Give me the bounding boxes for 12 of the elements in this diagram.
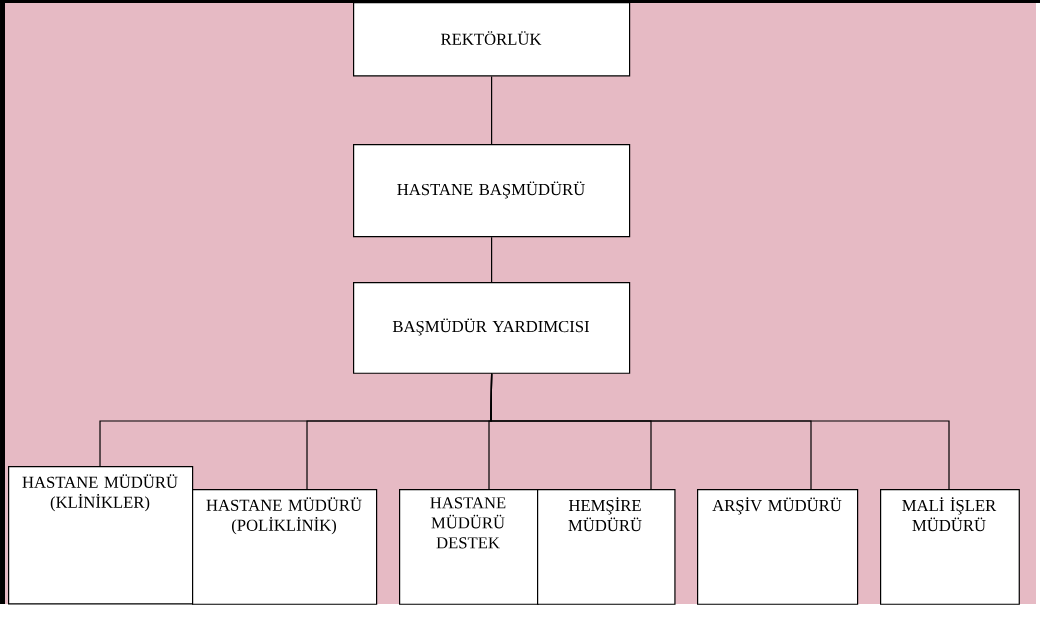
org-box: HASTANE BAŞMÜDÜRÜ	[353, 144, 631, 238]
org-box: HEMŞİRE MÜDÜRÜ	[537, 489, 676, 605]
connector-line	[491, 236, 493, 283]
org-box: HASTANE MÜDÜRÜ (POLİKLİNİK)	[192, 489, 378, 605]
org-box: ARŞİV MÜDÜRÜ	[697, 489, 859, 605]
connector-line	[490, 373, 950, 490]
org-box: REKTÖRLÜK	[353, 2, 631, 77]
org-box: HASTANE MÜDÜRÜ DESTEK	[399, 489, 539, 605]
org-box: HASTANE MÜDÜRÜ (KLİNİKLER)	[8, 466, 194, 605]
connector-line	[491, 75, 493, 145]
org-box: BAŞMÜDÜR YARDIMCISI	[353, 282, 631, 374]
org-box: MALİ İŞLER MÜDÜRÜ	[880, 489, 1020, 605]
